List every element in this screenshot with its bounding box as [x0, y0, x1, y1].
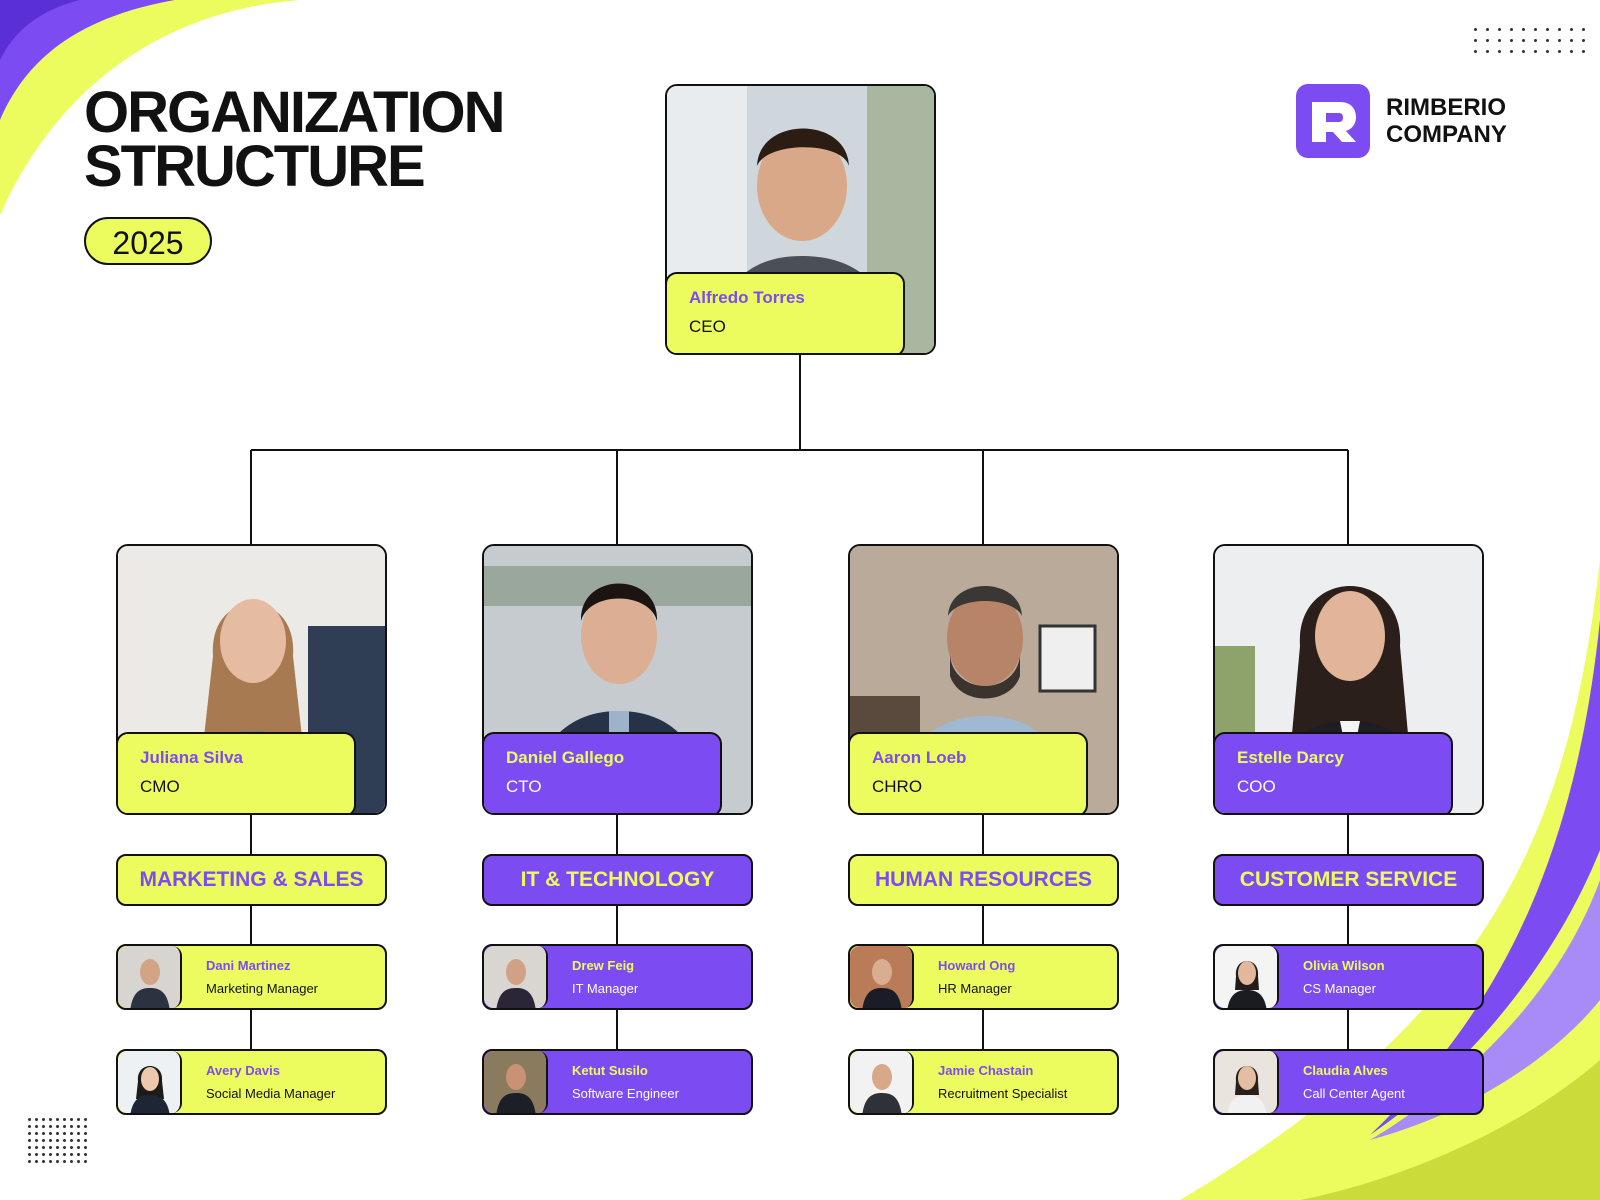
staff-role: Software Engineer: [572, 1086, 679, 1101]
staff-role: Call Center Agent: [1303, 1086, 1405, 1101]
title-line-2: STRUCTURE: [84, 134, 426, 199]
staff-name: Jamie Chastain: [938, 1063, 1034, 1078]
staff-role: IT Manager: [572, 981, 639, 996]
staff-card: Ketut Susilo Software Engineer: [482, 1049, 753, 1115]
staff-name: Ketut Susilo: [572, 1063, 648, 1078]
staff-photo: [118, 946, 182, 1008]
department-label: HUMAN RESOURCES: [848, 854, 1119, 906]
staff-name: Olivia Wilson: [1303, 958, 1385, 973]
staff-role: Marketing Manager: [206, 981, 318, 996]
executive-name: Juliana Silva: [140, 748, 243, 767]
company-logo-icon: [1296, 84, 1370, 158]
staff-card: Dani Martinez Marketing Manager: [116, 944, 387, 1010]
dot-pattern-top-right: [1474, 28, 1585, 53]
staff-card: Jamie Chastain Recruitment Specialist: [848, 1049, 1119, 1115]
year-badge: 2025: [84, 217, 212, 265]
staff-photo: [850, 946, 914, 1008]
staff-photo: [484, 1051, 548, 1113]
staff-name: Avery Davis: [206, 1063, 280, 1078]
staff-card: Avery Davis Social Media Manager: [116, 1049, 387, 1115]
staff-name: Claudia Alves: [1303, 1063, 1388, 1078]
dot-pattern-bottom-left: [28, 1118, 87, 1163]
executive-label: Daniel Gallego CTO: [484, 732, 722, 813]
executive-label: Juliana Silva CMO: [118, 732, 356, 813]
ceo-label: Alfredo Torres CEO: [667, 272, 905, 353]
executive-name: Daniel Gallego: [506, 748, 625, 767]
staff-card: Drew Feig IT Manager: [482, 944, 753, 1010]
executive-label: Aaron Loeb CHRO: [850, 732, 1088, 813]
page-title: ORGANIZATION STRUCTURE: [84, 80, 506, 199]
staff-photo: [850, 1051, 914, 1113]
staff-photo: [1215, 946, 1279, 1008]
staff-role: HR Manager: [938, 981, 1012, 996]
ceo-role: CEO: [689, 317, 726, 336]
staff-role: Recruitment Specialist: [938, 1086, 1068, 1101]
ceo-name: Alfredo Torres: [689, 288, 805, 307]
staff-name: Howard Ong: [938, 958, 1016, 973]
executive-name: Aaron Loeb: [872, 748, 967, 767]
executive-card-chro: Aaron Loeb CHRO: [848, 544, 1119, 815]
staff-role: CS Manager: [1303, 981, 1376, 996]
department-label: CUSTOMER SERVICE: [1213, 854, 1484, 906]
executive-role: CHRO: [872, 777, 923, 796]
staff-card: Olivia Wilson CS Manager: [1213, 944, 1484, 1010]
company-name: RIMBERIO COMPANY: [1386, 94, 1507, 148]
executive-role: COO: [1237, 777, 1276, 796]
staff-name: Dani Martinez: [206, 958, 291, 973]
executive-name: Estelle Darcy: [1237, 748, 1344, 767]
department-label: IT & TECHNOLOGY: [482, 854, 753, 906]
executive-label: Estelle Darcy COO: [1215, 732, 1453, 813]
department-label: MARKETING & SALES: [116, 854, 387, 906]
staff-photo: [1215, 1051, 1279, 1113]
staff-card: Howard Ong HR Manager: [848, 944, 1119, 1010]
staff-name: Drew Feig: [572, 958, 635, 973]
staff-card: Claudia Alves Call Center Agent: [1213, 1049, 1484, 1115]
company-name-line-2: COMPANY: [1386, 121, 1507, 148]
executive-role: CTO: [506, 777, 542, 796]
executive-card-cto: Daniel Gallego CTO: [482, 544, 753, 815]
company-name-line-1: RIMBERIO: [1386, 94, 1506, 121]
staff-photo: [118, 1051, 182, 1113]
staff-role: Social Media Manager: [206, 1086, 336, 1101]
executive-card-coo: Estelle Darcy COO: [1213, 544, 1484, 815]
ceo-card: Alfredo Torres CEO: [665, 84, 936, 355]
staff-photo: [484, 946, 548, 1008]
executive-card-cmo: Juliana Silva CMO: [116, 544, 387, 815]
title-line-1: ORGANIZATION: [84, 80, 506, 145]
executive-role: CMO: [140, 777, 180, 796]
